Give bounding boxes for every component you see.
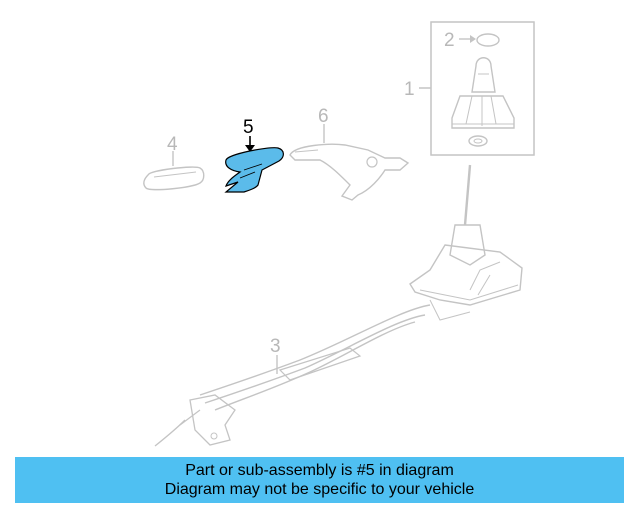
banner-line-1: Part or sub-assembly is #5 in diagram <box>185 462 454 479</box>
parts-diagram: 1 2 4 5 6 <box>143 21 535 447</box>
callout-1: 1 <box>404 79 415 100</box>
info-banner: Part or sub-assembly is #5 in diagram Di… <box>15 457 624 503</box>
callout-6: 6 <box>318 106 329 127</box>
callout-2: 2 <box>444 30 455 51</box>
part-1-shift-knob-assembly[interactable] <box>419 21 535 156</box>
callout-3: 3 <box>270 336 281 357</box>
shifter-assembly[interactable] <box>409 164 523 321</box>
part-5-handle[interactable] <box>224 136 284 193</box>
banner-line-2: Diagram may not be specific to your vehi… <box>164 481 475 498</box>
callout-5: 5 <box>243 117 254 138</box>
part-2-ring[interactable] <box>459 33 500 47</box>
part-3-shift-cables[interactable] <box>154 304 431 447</box>
part-6-lever[interactable] <box>289 124 410 201</box>
callout-4: 4 <box>167 134 178 155</box>
part-4-grip[interactable] <box>143 151 205 191</box>
